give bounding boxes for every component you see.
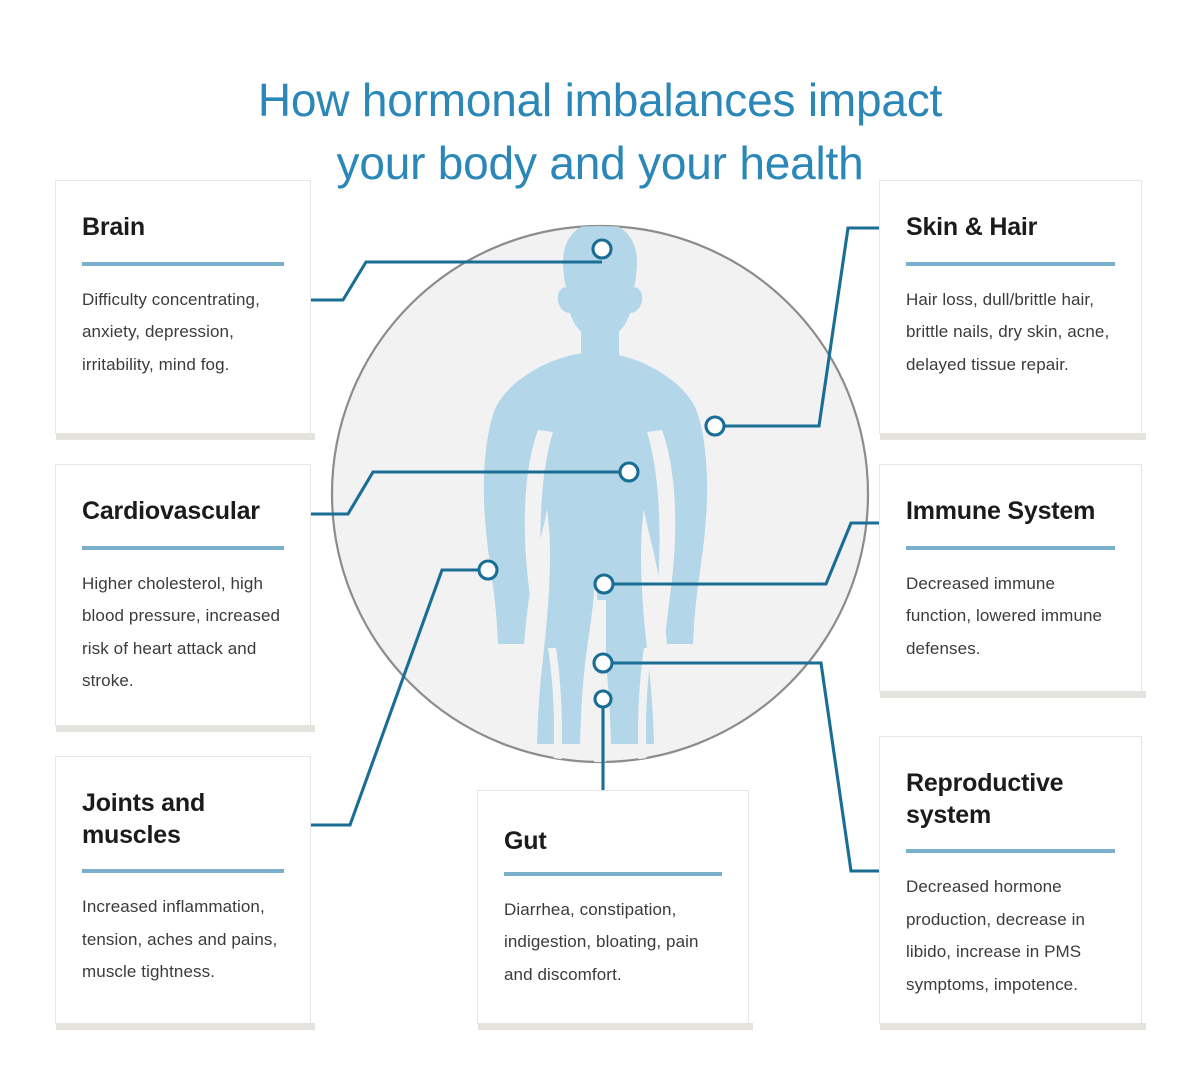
card-reproductive-rule	[906, 849, 1115, 853]
card-immune-rule	[906, 545, 1115, 550]
card-gut[interactable]: Gut Diarrhea, constipation, indigestion,…	[477, 790, 753, 1030]
card-joints-and-muscles[interactable]: Joints and muscles Increased inflammatio…	[55, 756, 315, 1030]
card-brain-rule	[82, 261, 284, 266]
card-gut-rule	[504, 871, 722, 876]
card-skin-hair-body: Hair loss, dull/brittle hair, brittle na…	[906, 289, 1110, 374]
card-joints-rule	[82, 869, 284, 873]
marker-dot-cardiovascular[interactable]	[618, 461, 640, 483]
connector-brain	[311, 260, 602, 302]
card-gut-body: Diarrhea, constipation, indigestion, blo…	[504, 899, 699, 984]
marker-dot-joints[interactable]	[477, 559, 499, 581]
card-skin-and-hair[interactable]: Skin & Hair Hair loss, dull/brittle hair…	[879, 180, 1146, 440]
marker-dot-skin-hair[interactable]	[704, 415, 726, 437]
card-brain[interactable]: Brain Difficulty concentrating, anxiety,…	[55, 180, 315, 440]
connector-cardiovascular	[311, 470, 629, 516]
card-cardiovascular-rule	[82, 545, 284, 550]
card-reproductive-title: Reproductive system	[906, 769, 1064, 829]
human-silhouette-icon	[483, 226, 708, 762]
connector-skin-hair	[715, 226, 879, 428]
card-reproductive-body: Decreased hormone production, decrease i…	[906, 877, 1086, 994]
card-immune-system[interactable]: Immune System Decreased immune function,…	[879, 464, 1146, 698]
card-skin-hair-title: Skin & Hair	[906, 213, 1038, 241]
card-reproductive-system[interactable]: Reproductive system Decreased hormone pr…	[879, 736, 1146, 1030]
card-joints-title: Joints and muscles	[82, 789, 206, 849]
card-brain-body: Difficulty concentrating, anxiety, depre…	[82, 289, 260, 374]
marker-dot-brain[interactable]	[591, 238, 613, 260]
card-cardiovascular[interactable]: Cardiovascular Higher cholesterol, high …	[55, 464, 315, 732]
connector-joints	[311, 568, 488, 827]
card-immune-title: Immune System	[906, 497, 1096, 525]
card-brain-title: Brain	[82, 213, 145, 241]
card-joints-body: Increased inflammation, tension, aches a…	[82, 897, 278, 982]
card-cardiovascular-title: Cardiovascular	[82, 497, 260, 525]
marker-dot-gut[interactable]	[593, 689, 613, 709]
marker-dot-reproductive[interactable]	[592, 652, 614, 674]
card-cardiovascular-body: Higher cholesterol, high blood pressure,…	[82, 573, 281, 691]
card-skin-hair-rule	[906, 261, 1115, 266]
connector-reproductive	[603, 661, 879, 873]
connector-immune	[604, 521, 879, 586]
page-title-line-2: your body and your health	[336, 137, 864, 190]
page-title-line-1: How hormonal imbalances impact	[257, 73, 943, 126]
page-title: How hormonal imbalances impact your body…	[0, 69, 1200, 196]
card-immune-body: Decreased immune function, lowered immun…	[906, 573, 1103, 658]
card-gut-title: Gut	[504, 827, 547, 855]
marker-dot-immune[interactable]	[593, 573, 615, 595]
